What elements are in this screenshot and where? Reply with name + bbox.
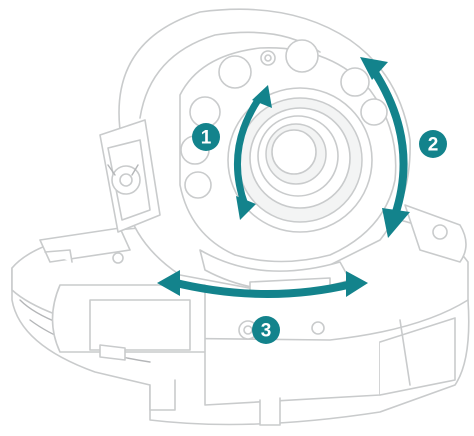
tilt-arrow (233, 85, 272, 220)
marker-3-label: 3 (261, 321, 272, 342)
marker-2-badge: 2 (419, 130, 447, 158)
pan-arrow (157, 270, 368, 298)
marker-3-badge: 3 (252, 316, 280, 344)
marker-2-label: 2 (428, 135, 439, 156)
camera-gimbal (99, 8, 411, 295)
rotate-arrow (360, 57, 410, 238)
marker-1-badge: 1 (192, 123, 220, 151)
marker-1-label: 1 (201, 128, 212, 149)
